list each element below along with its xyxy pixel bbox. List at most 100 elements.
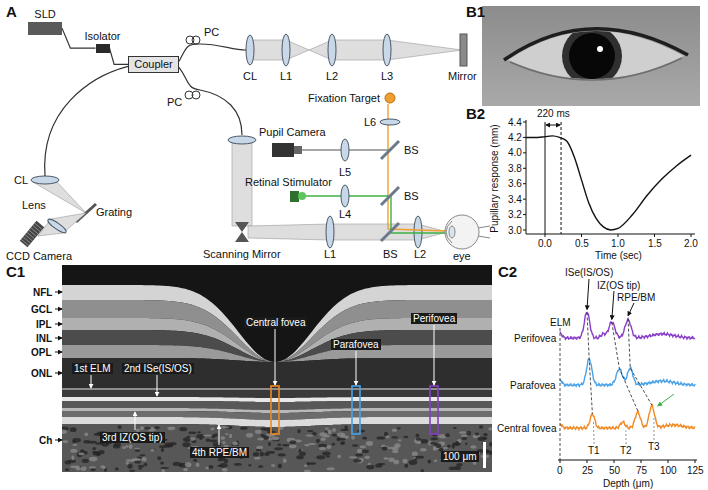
choroid-speckle bbox=[254, 457, 261, 460]
choroid-speckle bbox=[68, 459, 76, 463]
choroid-speckle bbox=[82, 459, 89, 463]
choroid-speckle bbox=[210, 440, 217, 443]
choroid-speckle bbox=[290, 440, 297, 444]
profile-curve bbox=[560, 359, 695, 386]
choroid-speckle bbox=[305, 434, 314, 436]
choroid-speckle bbox=[321, 437, 326, 441]
lens bbox=[380, 119, 400, 125]
choroid-speckle bbox=[392, 450, 399, 453]
component-label: L1 bbox=[324, 248, 336, 260]
image-annotation: 4th RPE/BM bbox=[190, 447, 249, 458]
axis-label: 3.2 bbox=[508, 209, 522, 220]
choroid-speckle bbox=[256, 446, 263, 449]
lens bbox=[31, 176, 59, 184]
node-label: Isolator bbox=[84, 30, 121, 43]
leader-arrow bbox=[434, 325, 435, 385]
lens bbox=[46, 217, 67, 235]
choroid-speckle bbox=[126, 459, 135, 462]
choroid-speckle bbox=[114, 443, 121, 447]
axis-label: ISe(IS/OS) bbox=[565, 267, 613, 278]
choroid-speckle bbox=[92, 447, 96, 450]
mirror bbox=[460, 34, 467, 66]
layer-label: INL bbox=[36, 333, 52, 344]
choroid-speckle bbox=[340, 429, 348, 431]
eyelid bbox=[504, 29, 688, 60]
component-label: L1 bbox=[280, 70, 292, 82]
axis-label: Time (sec) bbox=[595, 250, 642, 261]
choroid-speckle bbox=[268, 442, 271, 446]
oct-background bbox=[62, 265, 492, 472]
retina-layer bbox=[62, 424, 492, 472]
leader-arrow bbox=[628, 303, 634, 316]
choroid-speckle bbox=[234, 463, 242, 466]
fixation-target bbox=[385, 93, 395, 103]
component-label: L6 bbox=[364, 116, 376, 128]
retina-layer bbox=[62, 388, 492, 390]
choroid-speckle bbox=[183, 468, 188, 471]
choroid-speckle bbox=[219, 463, 227, 468]
lens bbox=[414, 216, 422, 248]
axis-label: 3.6 bbox=[508, 178, 522, 189]
choroid-speckle bbox=[327, 467, 335, 470]
retina-layer bbox=[62, 390, 492, 398]
choroid-speckle bbox=[386, 436, 390, 439]
choroid-speckle bbox=[416, 456, 424, 459]
polarization-controller bbox=[192, 36, 200, 44]
lens bbox=[326, 216, 334, 248]
axis-title: Pupillary response (mm) bbox=[489, 124, 500, 232]
component-label: PC bbox=[204, 26, 219, 38]
choroid-speckle bbox=[70, 449, 77, 453]
stimulator-led bbox=[298, 192, 306, 200]
choroid-speckle bbox=[433, 446, 437, 451]
pupil bbox=[569, 33, 615, 79]
choroid-speckle bbox=[404, 464, 408, 468]
choroid-speckle bbox=[337, 455, 341, 459]
choroid-speckle bbox=[337, 438, 346, 441]
choroid-speckle bbox=[272, 436, 279, 440]
leader-arrow bbox=[587, 279, 589, 309]
axis-label: 2.0 bbox=[684, 238, 698, 249]
beam-splitter bbox=[381, 141, 399, 159]
choroid-speckle bbox=[135, 449, 141, 452]
choroid-speckle bbox=[420, 448, 427, 451]
choroid-speckle bbox=[203, 434, 212, 436]
choroid-speckle bbox=[403, 436, 408, 439]
tick-mark bbox=[523, 168, 526, 169]
leader-arrow bbox=[135, 412, 136, 430]
panel-letter: C2 bbox=[498, 264, 517, 281]
tick-mark bbox=[523, 122, 526, 123]
axis-label: T3 bbox=[648, 441, 660, 452]
iris-group bbox=[562, 26, 622, 86]
axis-label: Perifovea bbox=[514, 333, 556, 344]
choroid-speckle bbox=[299, 452, 306, 456]
choroid-speckle bbox=[223, 459, 228, 464]
axis-label: T2 bbox=[620, 445, 632, 456]
image-annotation: 3rd IZ(OS tip) bbox=[100, 432, 165, 443]
choroid-speckle bbox=[349, 456, 357, 458]
tick-mark bbox=[560, 460, 561, 463]
tick-mark bbox=[523, 183, 526, 184]
choroid-speckle bbox=[392, 428, 398, 431]
layer-label: OPL bbox=[31, 347, 52, 358]
component-label: Lens bbox=[22, 199, 46, 211]
latency-arrow bbox=[546, 125, 560, 126]
axis-label: T1 bbox=[588, 445, 600, 456]
choroid-speckle bbox=[322, 452, 331, 456]
sensor-line bbox=[27, 232, 35, 238]
retina-layer bbox=[62, 318, 492, 362]
component-label: Mirror bbox=[448, 70, 477, 82]
choroid-speckle bbox=[277, 443, 281, 446]
tick-mark bbox=[523, 137, 526, 138]
choroid-speckle bbox=[264, 452, 269, 456]
choroid-speckle bbox=[62, 440, 68, 443]
choroid-speckle bbox=[206, 439, 211, 442]
choroid-speckle bbox=[331, 443, 335, 446]
choroid-speckle bbox=[196, 463, 200, 467]
choroid-speckle bbox=[246, 433, 253, 438]
leader-arrow bbox=[356, 351, 357, 385]
choroid-speckle bbox=[240, 427, 248, 430]
choroid-speckle bbox=[489, 442, 492, 446]
choroid-speckle bbox=[229, 434, 232, 439]
coupler-box: Coupler bbox=[128, 56, 179, 73]
